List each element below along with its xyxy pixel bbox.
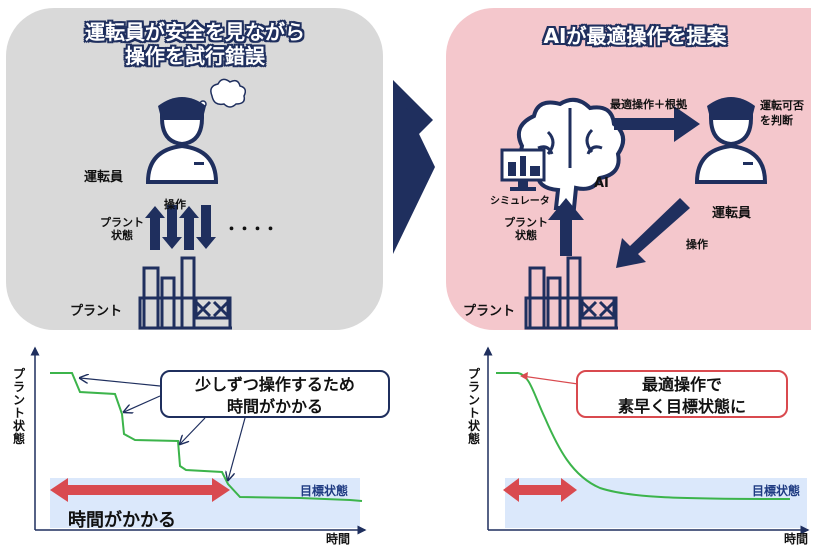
suggestion-arrow xyxy=(614,106,700,142)
left-y-axis-label: プラント状態 xyxy=(13,367,26,446)
judge-label: 運転可否 を判断 xyxy=(760,98,804,128)
right-panel-title: AIが最適操作を提案 xyxy=(543,24,727,48)
operation-label: 操作 xyxy=(164,198,186,211)
plant-state-right-line1: プラント xyxy=(504,216,548,229)
thought-bubble-icon xyxy=(199,78,247,108)
suggestion-label: 最適操作＋根拠 xyxy=(610,98,687,111)
left-callout-line1: 少しずつ操作するため xyxy=(195,375,355,394)
left-callout: 少しずつ操作するため 時間がかかる xyxy=(160,370,390,418)
right-callout-line1: 最適操作で xyxy=(641,375,722,394)
plant-state-arrow xyxy=(548,198,584,256)
right-plant-state-curve xyxy=(496,372,791,500)
simulator-monitor-icon xyxy=(500,148,546,191)
plant-state-label: プラント 状態 xyxy=(100,216,144,242)
operator-icon-right xyxy=(694,97,768,184)
plant-state-right-line2: 状態 xyxy=(515,229,537,242)
operator-label: 運転員 xyxy=(84,170,124,185)
left-x-axis-label: 時間 xyxy=(326,532,351,546)
left-title-line1: 運転員が安全を見ながら xyxy=(85,20,305,44)
left-title-line2: 操作を試行錯誤 xyxy=(125,44,265,68)
operator-label-right: 運転員 xyxy=(712,206,752,221)
operation-arrow xyxy=(616,198,690,268)
ai-label: AI xyxy=(594,176,609,191)
left-duration-arrow xyxy=(50,478,230,502)
operation-feedback-arrows xyxy=(145,205,216,250)
right-duration-arrow xyxy=(503,478,577,502)
right-x-axis-label: 時間 xyxy=(784,532,809,546)
left-callout-line2: 時間がかかる xyxy=(226,397,323,416)
transition-arrow-head xyxy=(393,80,435,254)
plant-state-label-line2: 状態 xyxy=(111,229,133,242)
operator-icon xyxy=(145,97,219,184)
right-callout-line2: 素早く目標状態に xyxy=(617,397,746,416)
plant-label-right: プラント xyxy=(463,304,516,319)
plant-label: プラント xyxy=(70,304,123,319)
plant-state-label-line1: プラント xyxy=(100,216,144,229)
plant-icon-right xyxy=(524,256,618,330)
left-duration-label: 時間がかかる xyxy=(68,510,176,531)
right-callout: 最適操作で 素早く目標状態に xyxy=(576,370,788,418)
right-callout-pointer-head xyxy=(520,372,528,380)
left-panel-title: 運転員が安全を見ながら 操作を試行錯誤 xyxy=(40,20,350,68)
plant-icon xyxy=(138,256,232,330)
left-callout-pointers xyxy=(80,378,246,480)
continuation-dots: ・・・・ xyxy=(224,220,278,238)
plant-state-label-right: プラント 状態 xyxy=(504,216,548,242)
simulator-label: シミュレータ xyxy=(490,196,550,207)
operation-label-right: 操作 xyxy=(686,238,708,251)
left-plant-state-curve xyxy=(50,372,363,502)
right-y-axis-label: プラント状態 xyxy=(468,367,481,446)
judge-label-line2: を判断 xyxy=(760,114,793,127)
left-target-label: 目標状態 xyxy=(300,484,349,498)
right-target-label: 目標状態 xyxy=(752,484,801,498)
right-callout-pointer xyxy=(521,375,579,385)
judge-label-line1: 運転可否 xyxy=(760,99,804,112)
